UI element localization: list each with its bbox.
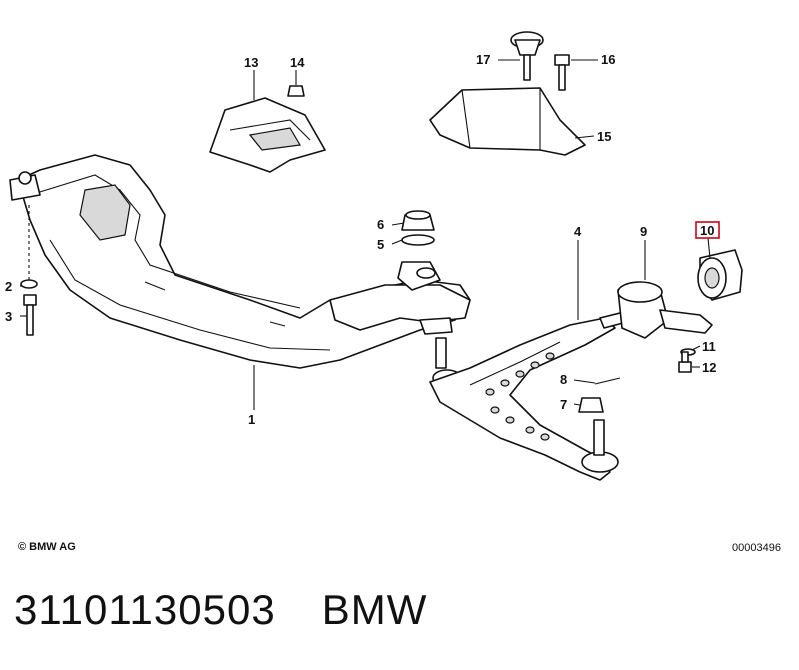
copyright-notice: © BMW AG xyxy=(18,541,76,553)
bolt-12 xyxy=(678,351,692,373)
bolt-3 xyxy=(23,294,37,336)
diagram-id: 00003496 xyxy=(732,542,781,554)
callout-7: 7 xyxy=(560,397,567,412)
callout-16: 16 xyxy=(601,52,615,67)
callout-11: 11 xyxy=(702,339,716,354)
callout-4: 4 xyxy=(574,224,582,239)
callout-9: 9 xyxy=(640,224,647,239)
wishbone-4 xyxy=(429,307,643,481)
buffer-17 xyxy=(510,31,544,81)
callout-12: 12 xyxy=(702,360,716,375)
nut-7 xyxy=(578,397,604,413)
rubber-mount-10 xyxy=(697,249,743,301)
bolt-16 xyxy=(554,54,570,91)
callout-6: 6 xyxy=(377,217,384,232)
nut-6 xyxy=(401,210,435,231)
callout-15: 15 xyxy=(597,129,611,144)
callout-1: 1 xyxy=(248,412,255,427)
callout-10: 10 xyxy=(700,223,714,238)
washer-5 xyxy=(401,234,435,246)
highlight-box xyxy=(695,221,720,239)
bushing-bracket-9 xyxy=(617,281,713,339)
front-axle-carrier xyxy=(9,154,471,369)
callout-10-highlight: 10 xyxy=(695,221,720,239)
bracket-13 xyxy=(209,97,326,173)
engine-mount-15 xyxy=(429,87,586,156)
nut-14 xyxy=(287,85,305,97)
part-number: 31101130503 xyxy=(14,586,276,633)
callout-8: 8 xyxy=(560,372,567,387)
part-caption: 31101130503 BMW xyxy=(14,586,473,634)
callout-14: 14 xyxy=(290,55,305,70)
brand-name: BMW xyxy=(321,586,428,633)
cotter-pin-8 xyxy=(594,377,621,385)
callout-5: 5 xyxy=(377,237,384,252)
callout-17: 17 xyxy=(476,52,490,67)
callout-13: 13 xyxy=(244,55,258,70)
washer-2 xyxy=(20,279,38,289)
leader-lines xyxy=(20,59,711,410)
callout-2: 2 xyxy=(5,279,12,294)
callout-3: 3 xyxy=(5,309,12,324)
